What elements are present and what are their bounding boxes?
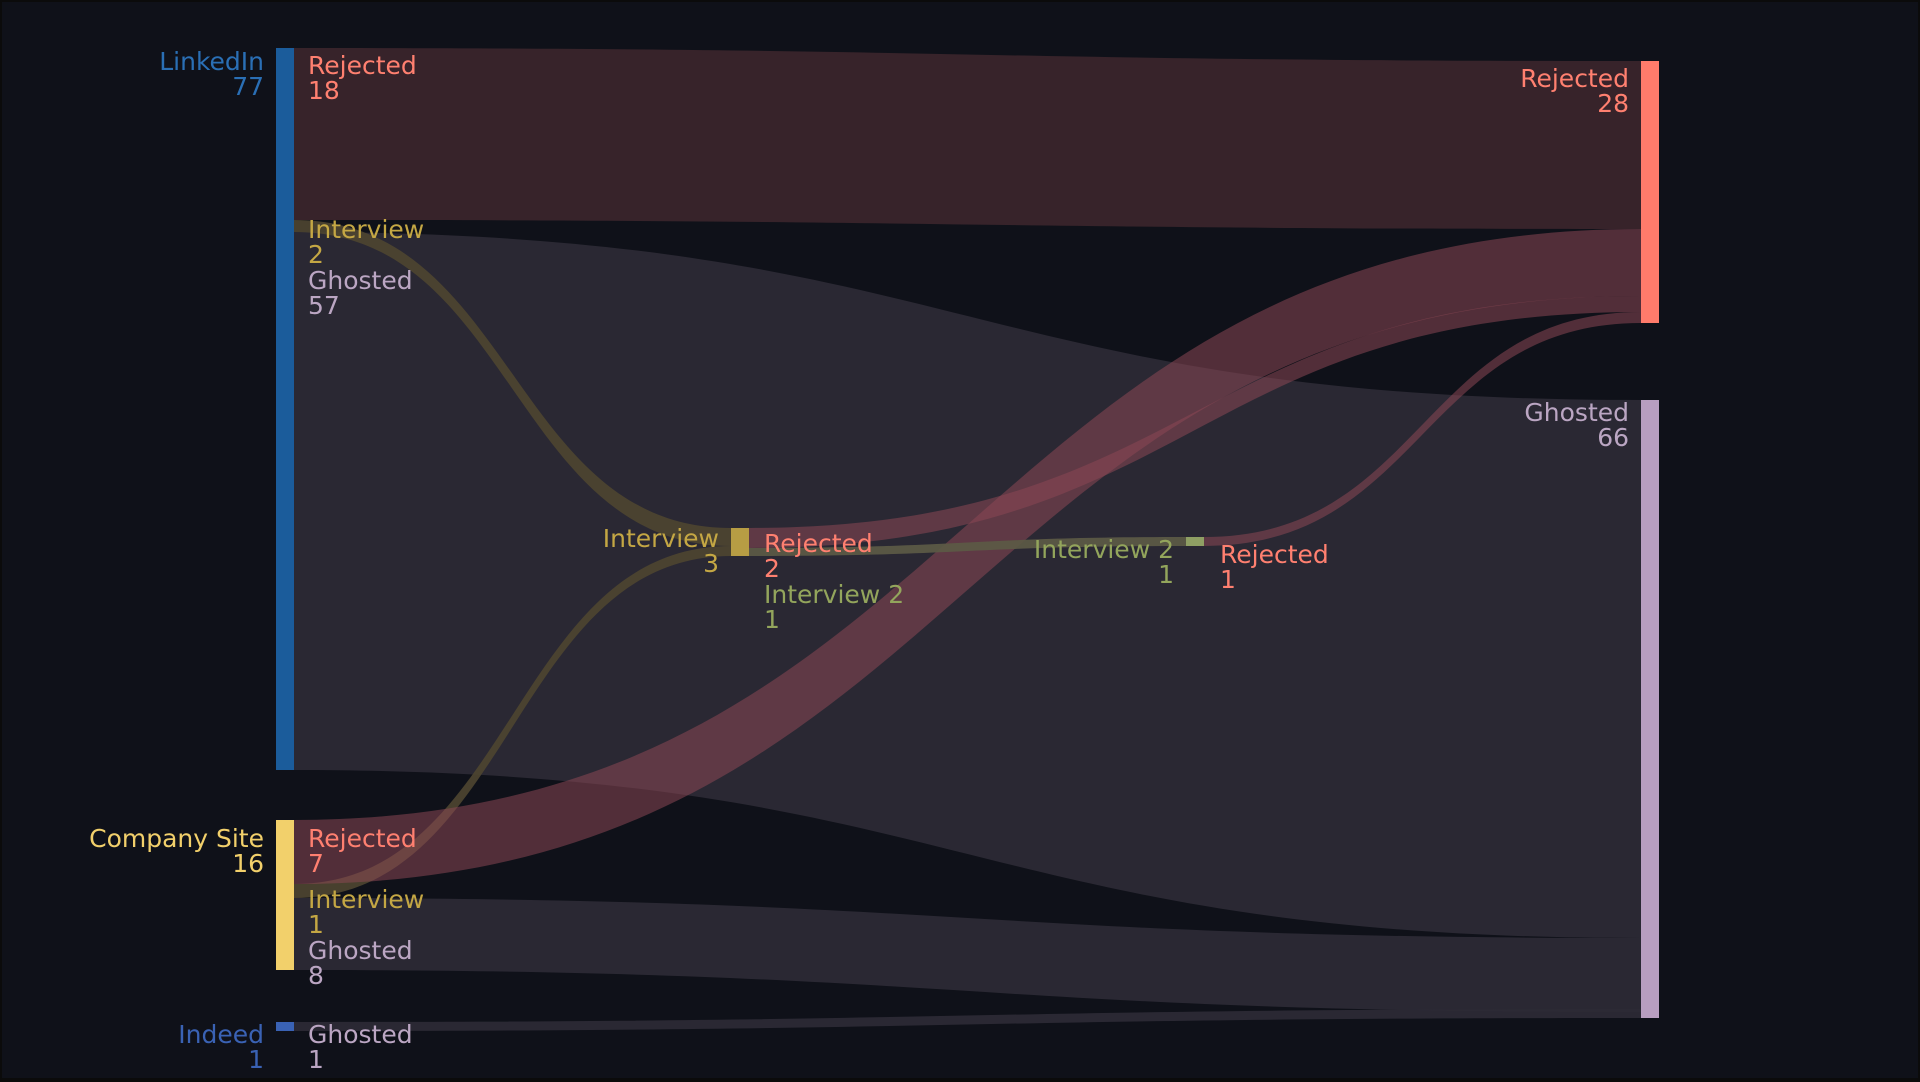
node-interview[interactable] [731, 528, 749, 556]
link-interview-to-interview2[interactable] [749, 537, 1186, 556]
link-interview-rejected-label: Rejected [764, 529, 873, 558]
link-linkedin-rejected-value: 18 [308, 76, 340, 105]
link-linkedin-to-interview[interactable] [294, 220, 731, 546]
node-linkedin-label: LinkedIn [159, 47, 264, 76]
node-rejected[interactable] [1641, 61, 1659, 323]
link-company-rejected-label: Rejected [308, 824, 417, 853]
link-linkedin-ghosted-value: 57 [308, 291, 340, 320]
link-linkedin-interview-value: 2 [308, 240, 324, 269]
node-rejected-value: 28 [1597, 89, 1629, 118]
link-interview-interview2-label: Interview 2 [764, 580, 904, 609]
node-interview-value: 3 [703, 549, 719, 578]
link-company-to-interview[interactable] [294, 546, 731, 898]
link-interview-to-rejected[interactable] [749, 296, 1641, 548]
node-interview-label: Interview [603, 524, 719, 553]
link-company-rejected-value: 7 [308, 849, 324, 878]
node-interview2-value: 1 [1158, 560, 1174, 589]
link-company-interview-label: Interview [308, 885, 424, 914]
link-interview2-rejected-label: Rejected [1220, 540, 1329, 569]
node-indeed-label: Indeed [178, 1020, 264, 1049]
link-linkedin-to-rejected[interactable] [294, 48, 1641, 229]
link-linkedin-ghosted-label: Ghosted [308, 266, 413, 295]
node-rejected-label: Rejected [1520, 64, 1629, 93]
node-linkedin-value: 77 [232, 72, 264, 101]
links-layer [294, 48, 1641, 1031]
link-linkedin-interview-label: Interview [308, 215, 424, 244]
nodes-layer [276, 48, 1659, 1031]
link-company-to-ghosted[interactable] [294, 898, 1641, 1012]
node-indeed-value: 1 [248, 1045, 264, 1074]
link-linkedin-rejected-label: Rejected [308, 51, 417, 80]
node-company-value: 16 [232, 849, 264, 878]
link-interview-rejected-value: 2 [764, 554, 780, 583]
link-indeed-ghosted-value: 1 [308, 1045, 324, 1074]
link-company-ghosted-value: 8 [308, 961, 324, 990]
link-indeed-ghosted-label: Ghosted [308, 1020, 413, 1049]
link-indeed-to-ghosted[interactable] [294, 1009, 1641, 1031]
node-company[interactable] [276, 820, 294, 970]
node-interview2[interactable] [1186, 537, 1204, 546]
node-ghosted-value: 66 [1597, 423, 1629, 452]
node-indeed[interactable] [276, 1022, 294, 1031]
link-company-interview-value: 1 [308, 910, 324, 939]
node-company-label: Company Site [89, 824, 264, 853]
link-company-to-rejected[interactable] [294, 229, 1641, 884]
node-ghosted-label: Ghosted [1524, 398, 1629, 427]
node-interview2-label: Interview 2 [1034, 535, 1174, 564]
link-interview2-to-rejected[interactable] [1204, 312, 1641, 546]
node-ghosted[interactable] [1641, 400, 1659, 1018]
link-interview2-rejected-value: 1 [1220, 565, 1236, 594]
node-linkedin[interactable] [276, 48, 294, 770]
link-company-ghosted-label: Ghosted [308, 936, 413, 965]
link-interview-interview2-value: 1 [764, 605, 780, 634]
